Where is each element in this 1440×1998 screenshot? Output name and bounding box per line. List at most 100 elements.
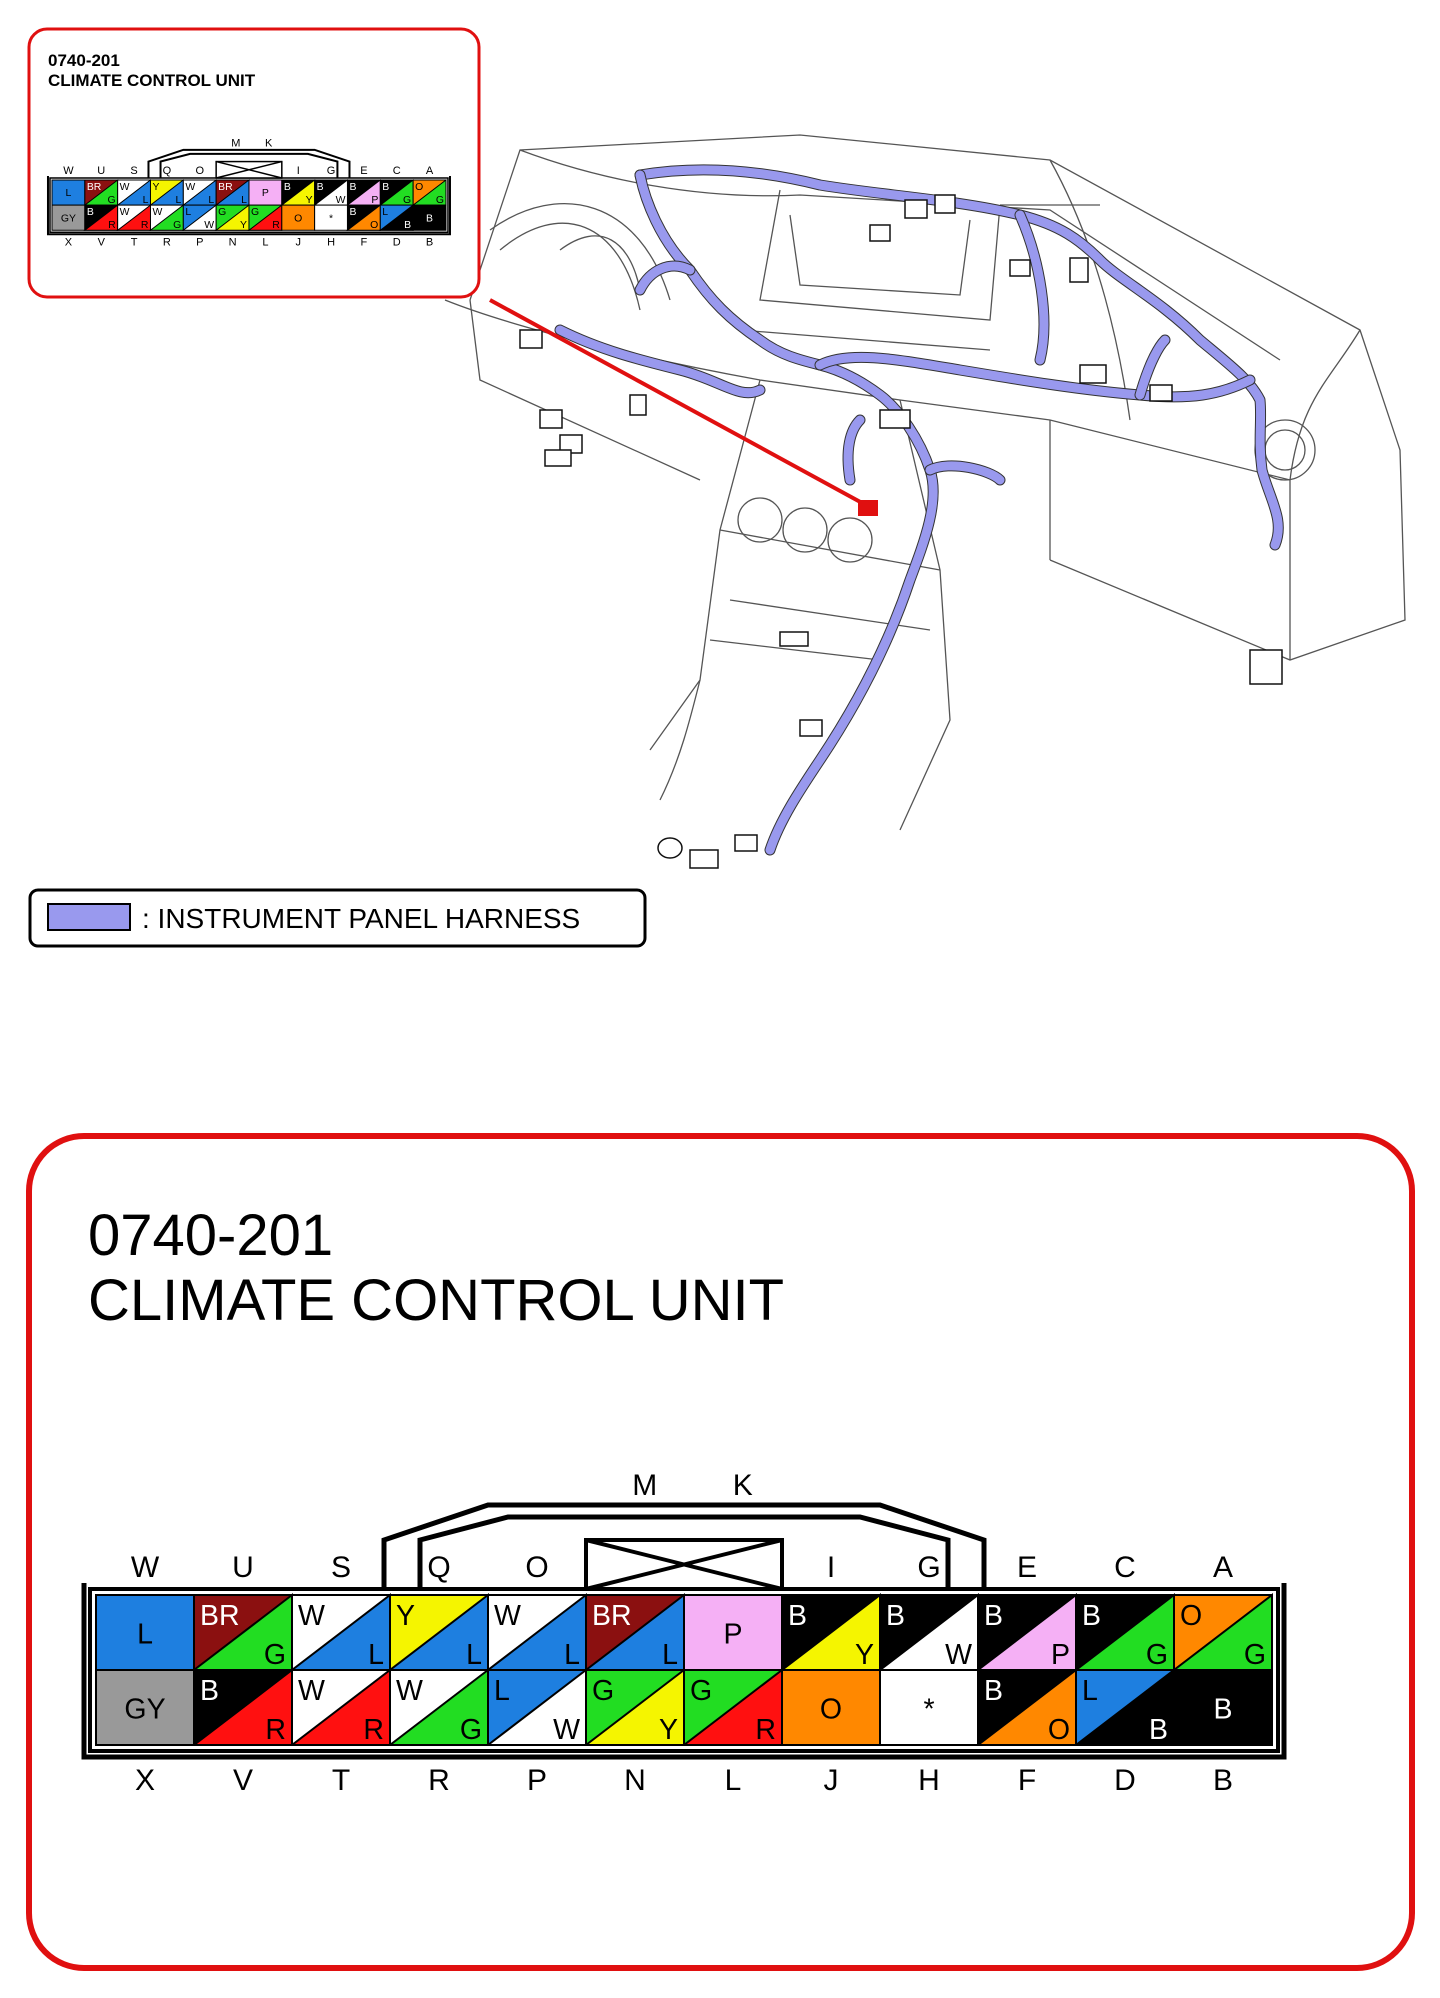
pin-cell-c: BG: [1073, 1592, 1175, 1671]
pin-stripe-color: L: [564, 1639, 580, 1671]
pin-cell-q: YL: [387, 1592, 489, 1671]
bottom-pin-letter: L: [725, 1764, 742, 1797]
pin-stripe-color: G: [403, 195, 411, 206]
pin-stripe-color: O: [1048, 1714, 1070, 1746]
pin-main-color: W: [120, 207, 130, 218]
top-pin-letter: Q: [427, 1551, 450, 1584]
pin-main-color: GY: [61, 213, 76, 224]
pin-main-color: L: [137, 1619, 153, 1651]
pin-cell-o: WL: [181, 178, 217, 206]
pin-stripe-color: L: [241, 195, 247, 206]
hood-label-k: K: [733, 1469, 753, 1502]
pin-stripe-color: Y: [240, 220, 247, 231]
pin-main-color: G: [592, 1675, 614, 1707]
pin-cell-e: BP: [345, 178, 381, 206]
top-pin-letter: C: [1114, 1551, 1136, 1584]
small-connector-name: CLIMATE CONTROL UNIT: [48, 71, 256, 90]
pin-cell-o: WL: [485, 1592, 587, 1671]
bottom-pin-letter: R: [428, 1764, 450, 1797]
connector-highlight: [858, 500, 878, 516]
pin-main-color: BR: [218, 182, 233, 193]
top-pin-letter: S: [331, 1551, 351, 1584]
bottom-pin-letter: B: [1213, 1764, 1233, 1797]
top-pin-letter: O: [525, 1551, 548, 1584]
pin-cell-g: BW: [313, 178, 348, 206]
pin-stripe-color: W: [204, 220, 214, 231]
pin-main-color: Y: [396, 1600, 415, 1632]
bottom-pin-letter: V: [98, 236, 106, 248]
pin-main-color: L: [185, 207, 191, 218]
pin-cell-b: B: [1173, 1669, 1273, 1746]
pin-main-color: B: [984, 1675, 1003, 1707]
pin-stripe-color: L: [662, 1639, 678, 1671]
pin-stripe-color: L: [175, 195, 181, 206]
pin-cell-t: WR: [289, 1667, 391, 1746]
pin-main-color: B: [284, 182, 291, 193]
top-pin-letter: A: [426, 165, 434, 177]
pin-cell-c: BG: [378, 178, 414, 206]
bottom-pin-letter: V: [233, 1764, 253, 1797]
pin-stripe-color: L: [466, 1639, 482, 1671]
bottom-pin-letter: J: [295, 236, 301, 248]
pin-cell-f: BO: [975, 1667, 1077, 1746]
pin-main-color: Y: [153, 182, 160, 193]
pin-main-color: P: [262, 188, 269, 199]
instrument-panel-harness: [554, 164, 1284, 856]
top-pin-letter: I: [827, 1551, 835, 1584]
bottom-pin-letter: X: [65, 236, 73, 248]
pin-cell-k: P: [248, 179, 283, 206]
pin-cell-m: BR L: [214, 178, 250, 206]
pin-stripe-color: Y: [855, 1639, 874, 1671]
top-pin-letter: U: [97, 165, 105, 177]
pin-main-color: BR: [87, 182, 102, 193]
top-pin-letter: S: [130, 165, 137, 177]
pin-cell-u: BRG: [191, 1592, 293, 1671]
pin-main-color: B: [317, 182, 324, 193]
pin-main-color: L: [66, 188, 72, 199]
pin-main-color: B: [1082, 1600, 1101, 1632]
pin-cell-d: LB: [378, 204, 414, 231]
pin-cell-n: GY: [583, 1667, 685, 1746]
pin-stripe-color: P: [1051, 1639, 1070, 1671]
pin-main-color: G: [251, 207, 259, 218]
pin-main-color: BR: [200, 1600, 240, 1632]
hood-label-k: K: [265, 138, 273, 150]
pin-cell-p: LW: [485, 1667, 587, 1746]
callout-pointer-line: [489, 298, 876, 512]
top-pin-letter: U: [232, 1551, 254, 1584]
pin-cell-r: WG: [387, 1667, 489, 1746]
pin-main-color: *: [329, 213, 333, 224]
pin-main-color: *: [923, 1694, 934, 1726]
bottom-pin-letter: D: [393, 236, 401, 248]
legend-label: : INSTRUMENT PANEL HARNESS: [142, 903, 580, 934]
pin-stripe-color: R: [272, 220, 280, 231]
pin-cell-p: LW: [181, 204, 217, 231]
pin-cell-m: BRL: [583, 1592, 685, 1671]
top-pin-letter: W: [131, 1551, 160, 1584]
pin-main-color: O: [415, 182, 423, 193]
pin-cell-a: OG: [1171, 1592, 1273, 1671]
pin-main-color: B: [886, 1600, 905, 1632]
top-pin-letter: E: [360, 165, 367, 177]
pin-stripe-color: G: [108, 195, 116, 206]
top-pin-letter: E: [1017, 1551, 1037, 1584]
harness-connectors: [519, 194, 1283, 869]
bottom-pin-letter: H: [327, 236, 335, 248]
bottom-pin-letter: L: [262, 236, 268, 248]
pin-stripe-color: L: [143, 195, 149, 206]
pin-main-color: O: [294, 213, 302, 224]
pin-cell-w: L: [51, 179, 86, 206]
pin-cell-s: WL: [116, 178, 151, 206]
bottom-pin-letter: H: [918, 1764, 940, 1797]
pin-main-color: B: [426, 213, 433, 224]
top-pin-letter: Q: [163, 165, 172, 177]
pin-main-color: B: [984, 1600, 1003, 1632]
pin-cell-j: O: [781, 1669, 881, 1746]
bottom-pin-letter: T: [131, 236, 138, 248]
pin-main-color: W: [298, 1675, 325, 1707]
pin-cell-d: LB: [1073, 1667, 1175, 1746]
pin-cell-q: YL: [149, 178, 184, 206]
bottom-pin-letter: N: [229, 236, 237, 248]
pin-stripe-color: R: [755, 1714, 776, 1746]
pin-cell-r: WG: [149, 204, 184, 231]
